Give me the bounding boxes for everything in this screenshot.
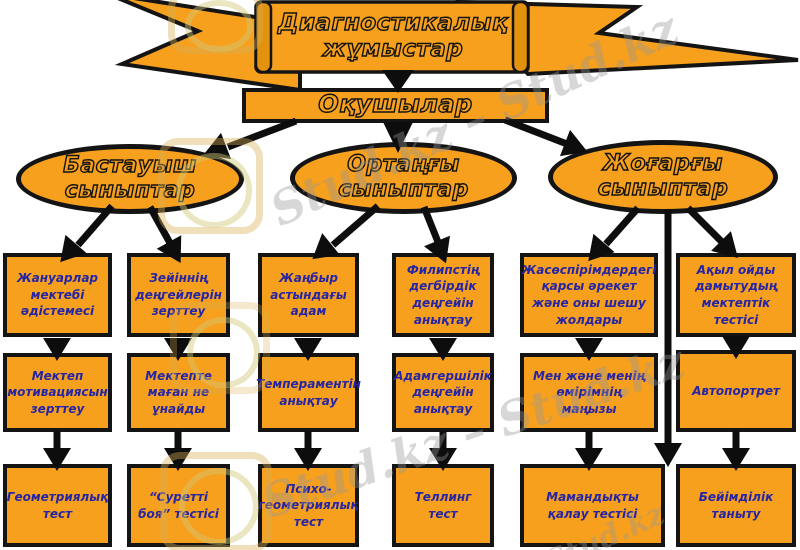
watermark-logo-3 xyxy=(170,302,270,394)
box-r1-c6: Ақыл ойды дамытудың мектептік тестісі xyxy=(676,253,796,337)
box-r2-c1: Мектеп мотивациясын зерттеу xyxy=(3,353,112,432)
box-r3-c1: Геометриялық тест xyxy=(3,464,112,547)
students-bar-label: Оқушылар xyxy=(318,90,473,119)
box-r3-c6: Бейімділік таныту xyxy=(676,464,796,547)
box-r1-c2: Зейіннің деңгейлерін зерттеу xyxy=(127,253,230,337)
box-r3-c3: Психо-геометриялық тест xyxy=(258,464,359,547)
box-r1-c1: Жануарлар мектебі әдістемесі xyxy=(3,253,112,337)
group-label-senior: Жоғарғы сыныптар xyxy=(597,151,729,202)
watermark-logo-4 xyxy=(160,452,272,550)
group-label-middle: Ортаңғы сыныптар xyxy=(338,152,469,203)
box-r1-c3: Жаңбыр астындағы адам xyxy=(258,253,359,337)
box-r2-c4: Адамгершілік деңгейін анықтау xyxy=(392,353,494,432)
group-label-primary: Бастауыш сыныптар xyxy=(62,153,197,204)
box-r2-c6: Автопортрет xyxy=(676,350,796,432)
box-r3-c5: Мамандықты қалау тестісі xyxy=(520,464,665,547)
banner-title: Диагностикалық жұмыстар xyxy=(277,10,509,63)
watermark-logo-1 xyxy=(168,0,263,54)
box-r1-c4: Филипстің дегбірдік деңгейін анықтау xyxy=(392,253,494,337)
box-r2-c3: Темпераментін анықтау xyxy=(256,353,361,432)
watermark-logo-2 xyxy=(158,138,263,234)
box-r1-c5: Жасөспірімдердегі қарсы әрекет және оны … xyxy=(520,253,658,337)
group-ellipse-senior xyxy=(548,140,778,214)
